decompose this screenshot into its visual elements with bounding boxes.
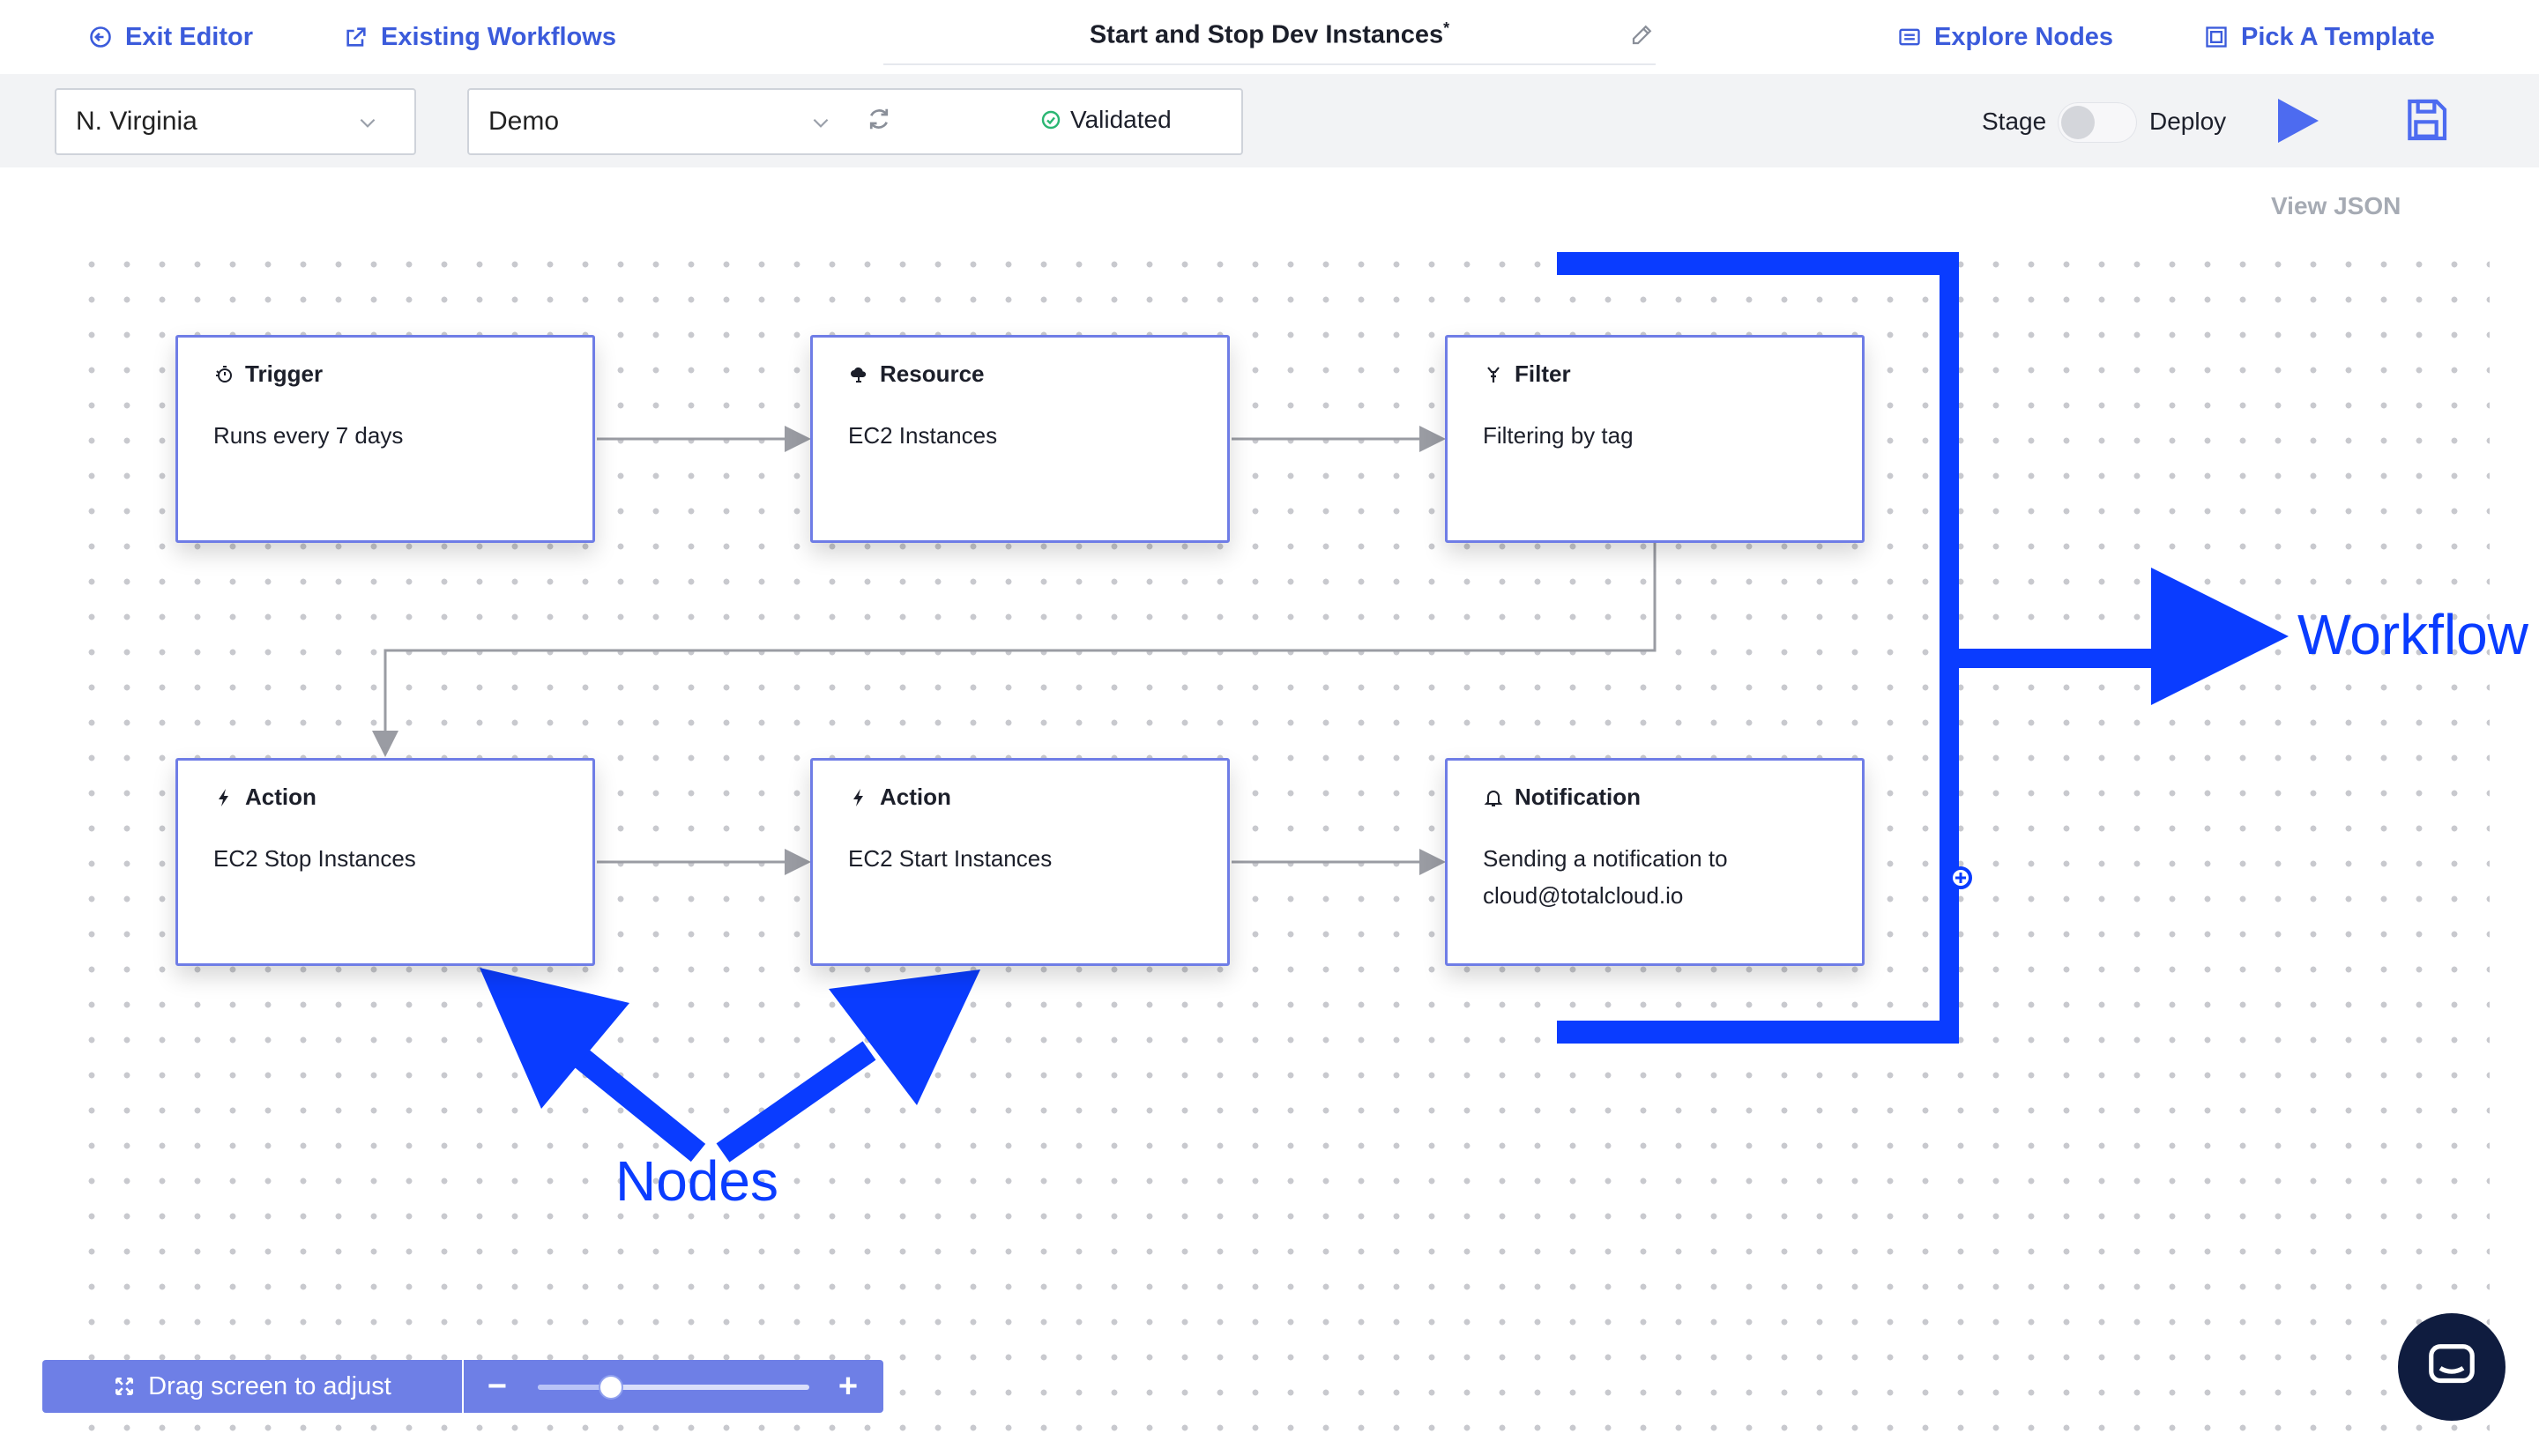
node-header: Resource (848, 360, 985, 388)
node-header: Action (213, 784, 316, 811)
chat-launcher-button[interactable] (2398, 1313, 2505, 1421)
nodes-arrow-right-shaft (716, 1041, 876, 1163)
toggle-knob (2061, 106, 2095, 139)
zoom-slider[interactable] (538, 1377, 809, 1398)
stop-action-node[interactable]: Action EC2 Stop Instances (175, 758, 595, 966)
zoom-control: − + (464, 1360, 883, 1413)
workflow-title: Start and Stop Dev Instances* (883, 19, 1656, 50)
zoom-out-button[interactable]: − (487, 1367, 508, 1405)
workflow-arrow-head (2151, 568, 2289, 705)
workflow-title-text: Start and Stop Dev Instances (1089, 20, 1444, 49)
stage-deploy-toggle[interactable] (2058, 102, 2137, 143)
check-circle-icon (1041, 110, 1061, 130)
trigger-node[interactable]: Trigger Runs every 7 days (175, 335, 595, 543)
deploy-label: Deploy (2149, 108, 2227, 135)
start-action-node[interactable]: Action EC2 Start Instances (810, 758, 1230, 966)
nodes-arrow-left-shaft (560, 1037, 706, 1163)
expand-arrows-icon (115, 1378, 134, 1395)
connector-filter-stop (372, 543, 1657, 757)
filter-node[interactable]: Filter Filtering by tag (1445, 335, 1865, 543)
edit-icon[interactable] (1629, 21, 1656, 48)
refresh-icon[interactable] (866, 106, 892, 132)
stage-label: Stage (1982, 108, 2047, 135)
cloud-icon (851, 367, 867, 383)
region-value: N. Virginia (76, 107, 197, 136)
nodes-arrow-left-head (480, 968, 629, 1109)
filter-icon (1487, 366, 1500, 383)
connectors (372, 426, 1657, 875)
external-link-icon (346, 27, 366, 47)
workflow-canvas[interactable]: View JSON (0, 167, 2539, 1456)
account-select[interactable]: Demo (467, 88, 1243, 155)
exit-editor-link[interactable]: Exit Editor (88, 18, 253, 56)
node-description: Filtering by tag (1483, 422, 1634, 449)
workflow-annotation (1557, 252, 2289, 1044)
node-header: Trigger (213, 360, 323, 388)
connector-layer: Workflow Nodes (372, 252, 2529, 1213)
existing-workflows-label: Existing Workflows (381, 22, 616, 51)
exit-editor-label: Exit Editor (125, 22, 254, 51)
explore-nodes-label: Explore Nodes (1934, 22, 2114, 51)
workflow-toolbar: N. Virginia Demo Validated Stage Deploy (0, 74, 2539, 167)
unsaved-marker: * (1443, 19, 1450, 37)
node-description: Sending a notification to cloud@totalclo… (1483, 845, 1728, 909)
existing-workflows-link[interactable]: Existing Workflows (344, 18, 616, 56)
pick-template-link[interactable]: Pick A Template (2204, 18, 2435, 56)
workflow-annotation-label: Workflow (2297, 603, 2529, 666)
drag-screen-label: Drag screen to adjust (148, 1371, 391, 1400)
validation-status: Validated (1040, 106, 1172, 134)
pick-template-label: Pick A Template (2241, 22, 2435, 51)
bracket-bottom (1557, 1021, 1957, 1044)
node-description: EC2 Start Instances (848, 845, 1053, 872)
node-type-label: Resource (880, 360, 985, 387)
bolt-icon (219, 788, 228, 806)
chevron-down-icon (360, 118, 376, 128)
node-type-label: Filter (1515, 360, 1571, 387)
node-type-label: Action (245, 784, 316, 810)
stopwatch-icon (216, 365, 232, 383)
node-type-label: Trigger (245, 360, 324, 387)
exit-circle-icon (90, 26, 111, 48)
region-select[interactable]: N. Virginia (55, 88, 416, 155)
list-box-icon (1899, 28, 1920, 46)
template-frame-icon (2206, 26, 2227, 48)
nodes-arrow-right-head (829, 969, 980, 1105)
nodes-annotation-label: Nodes (615, 1149, 778, 1213)
bracket-spine (1940, 252, 1959, 1044)
bracket-top (1557, 252, 1957, 275)
node-type-label: Notification (1515, 784, 1641, 810)
chevron-down-icon (813, 118, 829, 128)
drag-screen-control[interactable]: Drag screen to adjust (42, 1360, 462, 1413)
zoom-in-button[interactable]: + (838, 1367, 859, 1405)
top-navigation: Exit Editor Existing Workflows Start and… (0, 0, 2539, 74)
zoom-slider-thumb[interactable] (600, 1377, 622, 1398)
save-icon[interactable] (2401, 95, 2451, 145)
node-description: Runs every 7 days (213, 422, 404, 449)
account-value: Demo (488, 107, 560, 136)
node-type-label: Action (880, 784, 951, 810)
resource-node[interactable]: Resource EC2 Instances (810, 335, 1230, 543)
view-json-link[interactable]: View JSON (2271, 192, 2401, 219)
notification-node[interactable]: Notification Sending a notification to c… (1445, 758, 1865, 966)
nodes-annotation (480, 968, 980, 1163)
node-header: Filter (1483, 360, 1571, 388)
chat-bubble-icon (2429, 1344, 2475, 1384)
node-header: Notification (1483, 784, 1641, 811)
node-description: EC2 Stop Instances (213, 845, 416, 872)
bell-icon (1484, 790, 1503, 806)
node-description: EC2 Instances (848, 422, 998, 449)
workflow-title-field[interactable]: Start and Stop Dev Instances* (883, 14, 1656, 65)
explore-nodes-link[interactable]: Explore Nodes (1897, 18, 2113, 56)
zoom-slider-fill (538, 1385, 611, 1390)
play-icon[interactable] (2273, 95, 2322, 146)
validation-status-text: Validated (1070, 106, 1172, 133)
node-header: Action (848, 784, 951, 811)
bolt-icon (853, 788, 863, 806)
workflow-arrow-shaft (1957, 649, 2155, 668)
